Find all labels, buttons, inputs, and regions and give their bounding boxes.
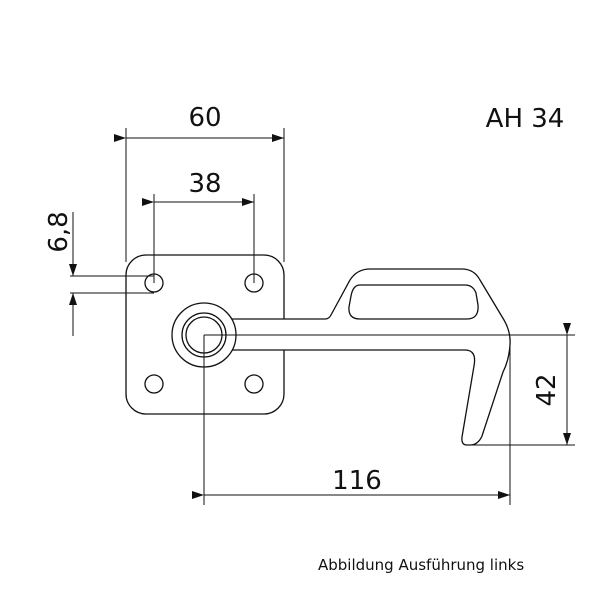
hook-arm (232, 268, 511, 446)
dim-116-label: 116 (332, 466, 382, 496)
dim-38-label: 38 (188, 169, 221, 199)
dim-60-label: 60 (188, 103, 221, 133)
dim-42-label: 42 (532, 373, 562, 406)
model-label: AH 34 (486, 104, 565, 134)
mounting-hole (144, 374, 164, 394)
extension-lines (70, 128, 575, 505)
dim-6-8-label: 6,8 (44, 211, 74, 252)
hook-slot (348, 284, 479, 320)
mounting-hole (244, 374, 264, 394)
figure-caption: Abbildung Ausführung links (318, 556, 525, 574)
